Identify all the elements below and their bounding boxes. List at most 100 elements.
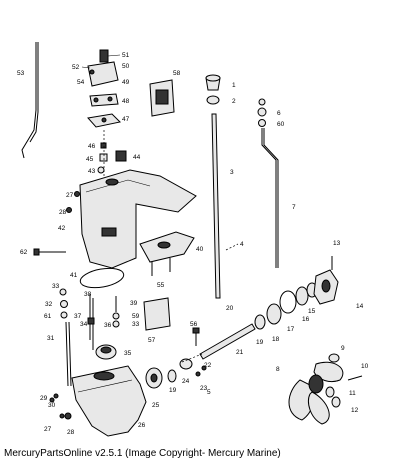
- callout-44: 44: [133, 154, 141, 161]
- rod-31: [65, 321, 72, 387]
- callout-18: 18: [272, 336, 280, 343]
- callout-8: 8: [276, 366, 280, 373]
- callout-9: 9: [341, 345, 345, 352]
- callout-21: 21: [236, 349, 244, 356]
- screws-27-30-lower: [49, 393, 72, 420]
- callout-25: 25: [152, 402, 160, 409]
- callout-22: 22: [204, 362, 212, 369]
- callout-41: 41: [70, 272, 78, 279]
- callout-36: 36: [104, 322, 112, 329]
- callout-56: 56: [190, 321, 198, 328]
- callout-4: 4: [240, 241, 244, 248]
- gasket-41: [79, 267, 125, 289]
- mount-40: [139, 231, 195, 276]
- callout-40: 40: [196, 246, 204, 253]
- callout-29: 29: [40, 395, 48, 402]
- callout-20: 20: [226, 305, 234, 312]
- callout-24: 24: [182, 378, 190, 385]
- callout-33b: 33: [132, 321, 140, 328]
- callout-53: 53: [17, 70, 25, 77]
- callout-28b: 28: [67, 429, 75, 436]
- callout-54: 54: [77, 79, 85, 86]
- callout-17: 17: [287, 326, 295, 333]
- gear-train: [254, 269, 339, 330]
- callout-62: 62: [20, 249, 28, 256]
- callout-31: 31: [47, 335, 55, 342]
- driveshaft-housing-42: [79, 169, 197, 269]
- shift-rod-7: [261, 128, 279, 268]
- callout-1: 1: [232, 82, 236, 89]
- pinion-19-24-23: [167, 358, 207, 383]
- exploded-parts-diagram: 1 2 3 4 5 6 7 8 9 10 11 12 13 14 15 16 1…: [17, 42, 369, 437]
- callout-14: 14: [356, 303, 364, 310]
- callout-27: 27: [66, 192, 74, 199]
- callout-5: 5: [207, 389, 211, 396]
- callout-59: 59: [132, 313, 140, 320]
- callout-42: 42: [58, 225, 66, 232]
- callout-37: 37: [74, 313, 82, 320]
- bracket-48: [89, 93, 119, 107]
- callout-51: 51: [122, 52, 130, 59]
- callout-38: 38: [84, 291, 92, 298]
- callout-35: 35: [124, 350, 132, 357]
- callout-48: 48: [122, 98, 130, 105]
- water-pump-35: [95, 344, 117, 360]
- callout-45: 45: [86, 156, 94, 163]
- gear-case-26: [71, 365, 147, 437]
- callout-11: 11: [349, 390, 356, 397]
- ring-2: [206, 95, 220, 105]
- callout-19b: 19: [169, 387, 177, 394]
- prop-shaft-21: [181, 323, 256, 363]
- small-parts-43-46: [97, 130, 108, 180]
- callout-12: 12: [351, 407, 359, 414]
- prop-hardware-9-12: [325, 353, 363, 408]
- callout-46: 46: [88, 143, 96, 150]
- pointer-4: [225, 243, 239, 251]
- cap-1: [205, 74, 221, 91]
- bolts-27-28-upper: [66, 191, 80, 213]
- bolt-62: [33, 248, 66, 256]
- callout-34: 34: [80, 321, 88, 328]
- callout-28: 28: [59, 209, 67, 216]
- callout-58: 58: [173, 70, 181, 77]
- callout-60: 60: [277, 121, 285, 128]
- callout-57: 57: [148, 337, 156, 344]
- callout-50: 50: [122, 63, 130, 70]
- callout-33: 33: [52, 283, 60, 290]
- washers-6-11-60: [257, 98, 267, 127]
- callout-16: 16: [302, 316, 310, 323]
- copyright-caption: MercuryPartsOnline v2.5.1 (Image Copyrig…: [4, 448, 281, 459]
- callout-49: 49: [122, 79, 130, 86]
- plate-47: [87, 113, 122, 128]
- callout-7: 7: [292, 204, 296, 211]
- callout-47: 47: [122, 116, 130, 123]
- shift-rod-53: [21, 42, 39, 159]
- callout-2: 2: [232, 98, 236, 105]
- callout-6: 6: [277, 110, 281, 117]
- callout-23: 23: [200, 385, 208, 392]
- bearing-25: [145, 367, 163, 389]
- top-cover-assembly: [81, 49, 121, 87]
- callout-52: 52: [72, 64, 80, 71]
- decal-57: [143, 297, 171, 331]
- drive-shaft-3: [211, 113, 221, 299]
- callout-labels: 1 2 3 4 5 6 7 8 9 10 11 12 13 14 15 16 1…: [17, 52, 369, 436]
- clip-44: [115, 150, 127, 162]
- decal-58: [149, 79, 175, 117]
- pin-56: [192, 327, 200, 346]
- callout-32: 32: [45, 301, 53, 308]
- propeller-8: [288, 361, 344, 425]
- callout-39: 39: [130, 300, 138, 307]
- parts-32-33-61: [59, 288, 68, 319]
- callout-27b: 27: [44, 426, 52, 433]
- callout-26: 26: [138, 422, 146, 429]
- callout-55: 55: [157, 282, 165, 289]
- callout-10: 10: [361, 363, 369, 370]
- callout-43: 43: [88, 168, 96, 175]
- parts-33-39-59: [112, 296, 120, 328]
- callout-13: 13: [333, 240, 341, 247]
- part-34: [87, 317, 95, 325]
- callout-61: 61: [44, 313, 52, 320]
- callout-19: 19: [256, 339, 264, 346]
- callout-15: 15: [308, 308, 316, 315]
